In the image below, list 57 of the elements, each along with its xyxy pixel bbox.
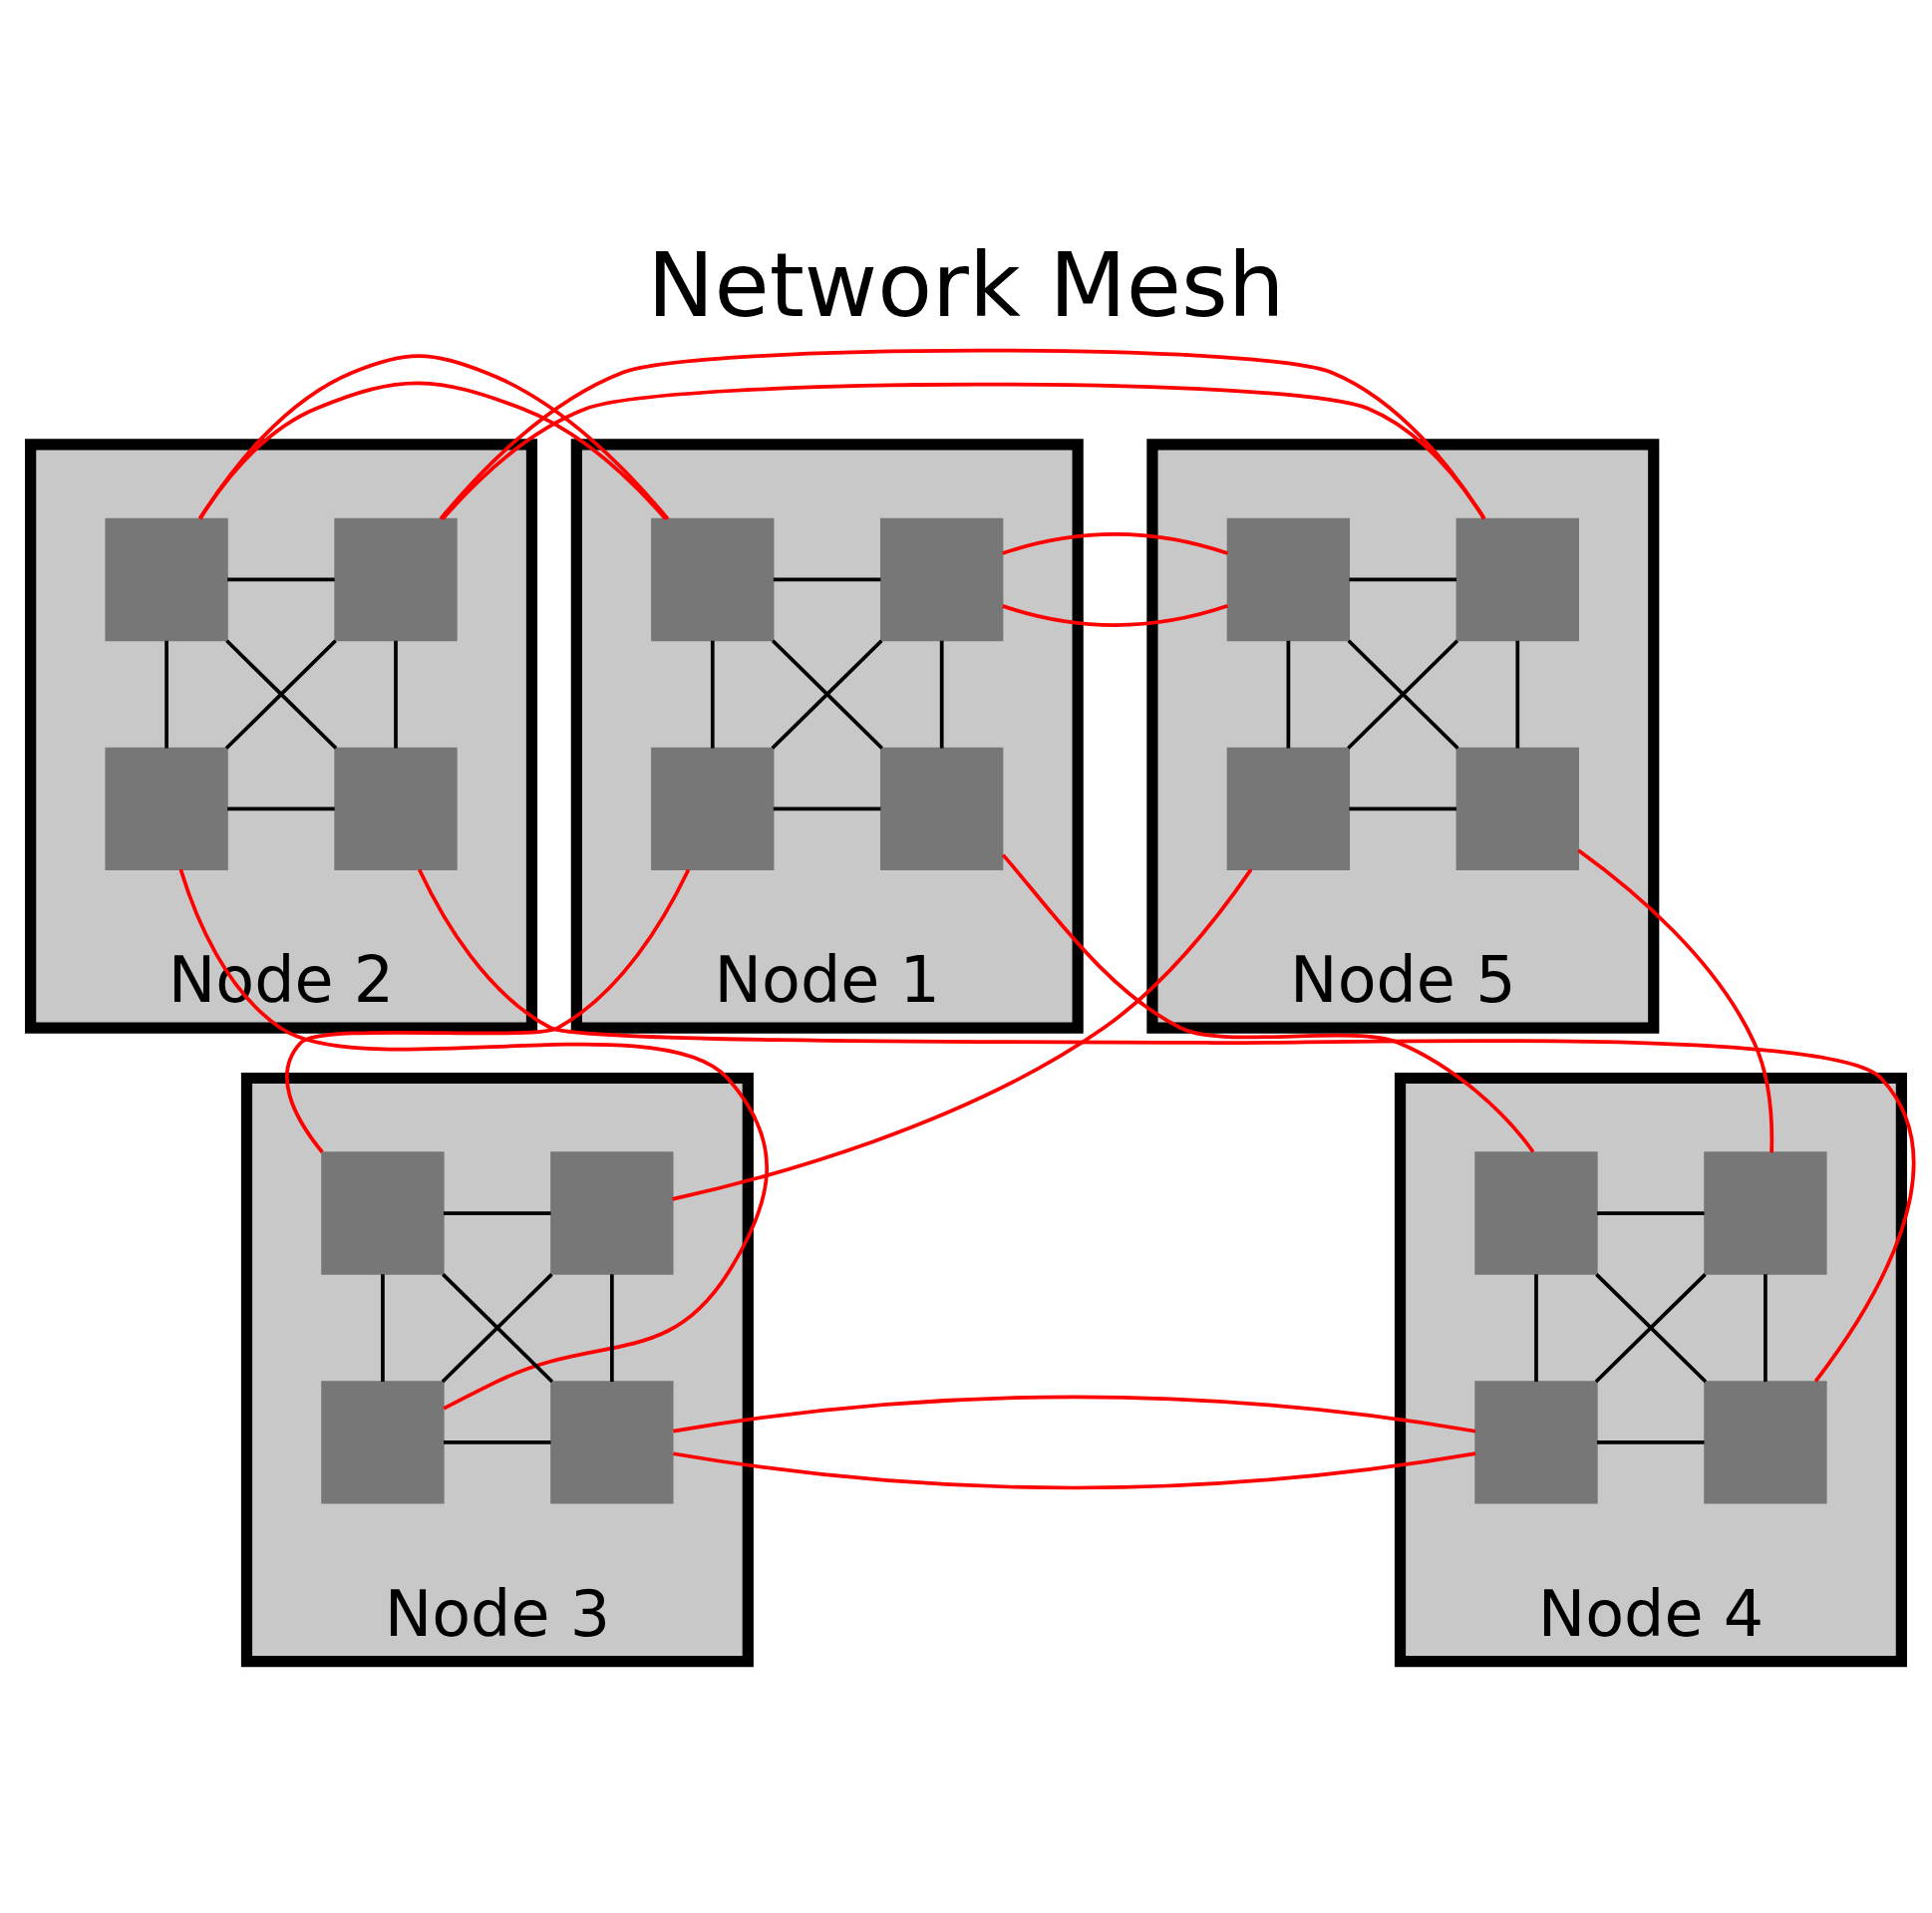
connector <box>1349 577 1456 582</box>
node-box <box>880 517 1004 642</box>
connector <box>1515 640 1520 749</box>
connector <box>710 640 715 749</box>
cluster: Node 4 <box>1394 1072 1907 1668</box>
connector <box>164 640 168 749</box>
connector <box>1347 639 1459 750</box>
connector <box>672 868 1253 1201</box>
node-box <box>334 747 458 871</box>
connector <box>418 868 1915 1383</box>
node-box <box>321 1151 445 1275</box>
node-box <box>550 1151 674 1275</box>
connector <box>1001 853 1535 1153</box>
diagram-title: Network Mesh <box>647 232 1285 337</box>
node-box <box>1474 1151 1598 1275</box>
connector <box>1534 1274 1538 1383</box>
connector <box>1597 1211 1705 1215</box>
connector <box>227 577 335 582</box>
connector <box>394 640 398 749</box>
cluster: Node 5 <box>1146 439 1660 1034</box>
connector <box>773 806 881 811</box>
connector <box>609 1274 614 1383</box>
node-box <box>334 517 458 642</box>
node-box <box>651 517 775 642</box>
connector <box>227 806 335 811</box>
connector <box>285 868 691 1153</box>
connector <box>771 639 883 750</box>
cluster: Node 1 <box>570 439 1084 1034</box>
node-box <box>880 747 1004 871</box>
node-box <box>1226 517 1351 642</box>
connector <box>439 348 1486 520</box>
connector <box>444 1440 551 1444</box>
connector <box>1577 848 1774 1153</box>
node-box <box>1474 1381 1598 1504</box>
node-box <box>1455 517 1579 642</box>
node-box <box>105 517 228 642</box>
connector <box>773 577 881 582</box>
node-box <box>105 747 228 871</box>
node-box <box>1455 747 1579 871</box>
connector <box>1286 640 1291 749</box>
connector <box>381 1274 385 1383</box>
node-box <box>1704 1381 1827 1504</box>
connector <box>444 1211 551 1215</box>
connector <box>198 354 670 520</box>
connector <box>673 1395 1476 1490</box>
node-box <box>1226 747 1351 871</box>
node-box <box>550 1381 674 1504</box>
node-box <box>651 747 775 871</box>
connector <box>1764 1274 1768 1383</box>
node-box <box>321 1381 445 1504</box>
connector <box>178 868 769 1411</box>
connector <box>1597 1440 1705 1444</box>
connector <box>1349 806 1456 811</box>
node-box <box>1704 1151 1827 1275</box>
connector <box>939 640 944 749</box>
connector <box>1002 532 1228 627</box>
cluster: Node 3 <box>240 1072 754 1668</box>
